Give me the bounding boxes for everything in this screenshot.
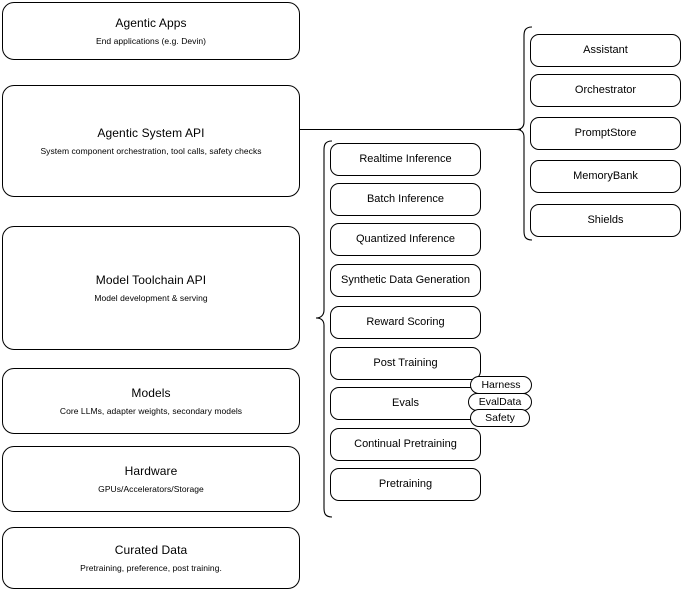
layer-subtitle: End applications (e.g. Devin) [95,35,207,46]
layer-hardware[interactable]: Hardware GPUs/Accelerators/Storage [2,446,300,512]
capability-label: Continual Pretraining [354,437,457,450]
capability-post-training[interactable]: Post Training [330,347,481,380]
layer-title: Agentic Apps [115,15,187,30]
component-memorybank[interactable]: MemoryBank [530,160,681,193]
component-orchestrator[interactable]: Orchestrator [530,74,681,107]
component-promptstore[interactable]: PromptStore [530,117,681,150]
capability-reward-scoring[interactable]: Reward Scoring [330,306,481,339]
capability-pretraining[interactable]: Pretraining [330,468,481,501]
eval-badge-safety[interactable]: Safety [470,409,530,427]
capability-label: Evals [392,396,419,409]
layer-agentic-apps[interactable]: Agentic Apps End applications (e.g. Devi… [2,2,300,60]
layer-title: Model Toolchain API [95,272,207,287]
component-label: Assistant [583,43,628,56]
capability-label: Reward Scoring [366,315,445,328]
capability-quantized-inference[interactable]: Quantized Inference [330,223,481,256]
layer-subtitle: System component orchestration, tool cal… [40,145,262,156]
capability-label: Batch Inference [366,192,445,205]
layer-model-toolchain-api[interactable]: Model Toolchain API Model development & … [2,226,300,350]
capability-label: Quantized Inference [355,232,456,245]
layer-subtitle: GPUs/Accelerators/Storage [98,483,204,494]
component-assistant[interactable]: Assistant [530,34,681,67]
component-label: Shields [587,213,624,226]
layer-title: Agentic System API [97,125,205,140]
capability-evals[interactable]: Evals [330,387,481,420]
capability-label: Pretraining [378,477,433,490]
eval-badge-harness[interactable]: Harness [470,376,532,394]
capability-label: Post Training [373,356,438,369]
layer-curated-data[interactable]: Curated Data Pretraining, preference, po… [2,527,300,589]
component-label: MemoryBank [573,169,638,182]
eval-badge-label: EvalData [478,396,522,408]
component-label: Orchestrator [574,83,637,96]
layer-agentic-system-api[interactable]: Agentic System API System component orch… [2,85,300,197]
layer-subtitle: Core LLMs, adapter weights, secondary mo… [59,405,243,416]
capability-label: Synthetic Data Generation [340,273,471,286]
layer-subtitle: Model development & serving [94,292,208,303]
component-label: PromptStore [574,126,637,139]
eval-badge-label: Harness [481,379,521,391]
layer-title: Models [131,385,171,400]
capability-batch-inference[interactable]: Batch Inference [330,183,481,216]
layer-subtitle: Pretraining, preference, post training. [80,562,222,573]
layer-title: Hardware [124,463,178,478]
capability-label: Realtime Inference [359,152,452,165]
layer-models[interactable]: Models Core LLMs, adapter weights, secon… [2,368,300,434]
eval-badge-label: Safety [485,412,515,424]
layer-title: Curated Data [114,542,188,557]
capability-continual-pretraining[interactable]: Continual Pretraining [330,428,481,461]
capability-synthetic-data-generation[interactable]: Synthetic Data Generation [330,264,481,297]
component-shields[interactable]: Shields [530,204,681,237]
capability-realtime-inference[interactable]: Realtime Inference [330,143,481,176]
